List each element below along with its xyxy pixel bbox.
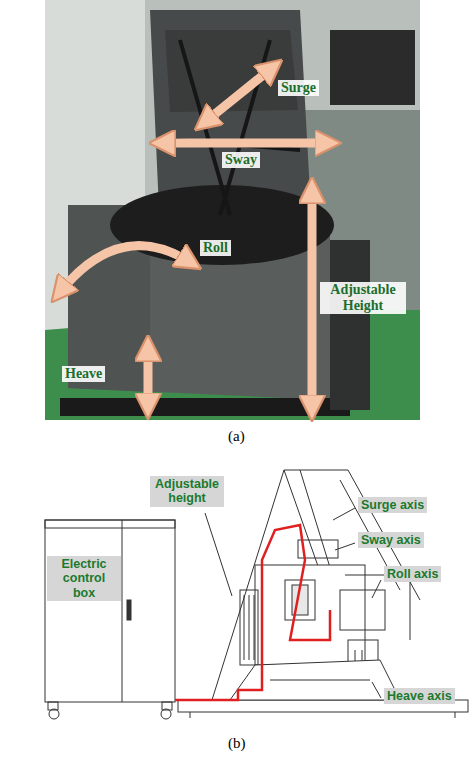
motion-arrows [60, 68, 328, 408]
height-arrow [308, 190, 317, 408]
axis-label: Surge axis [361, 498, 424, 512]
axis-label: Electric control box [50, 557, 118, 600]
motion-label: Surge [278, 80, 319, 96]
panel-caption: (b) [228, 735, 246, 752]
motion-label: Sway [222, 152, 260, 168]
motion-label: Adjustable Height [320, 282, 406, 314]
axis-label-box: Adjustable height [150, 476, 224, 507]
roll-arrow [60, 246, 190, 292]
axis-label-box: Surge axis [358, 497, 427, 513]
axis-label: Roll axis [387, 567, 438, 581]
motion-label: Roll [200, 240, 231, 256]
axis-label: Heave axis [387, 689, 452, 703]
axis-label-box: Heave axis [384, 688, 455, 704]
surge-arrow [205, 68, 272, 122]
cable [175, 525, 330, 700]
axis-label-box: Sway axis [358, 532, 424, 548]
photo [45, 0, 420, 420]
panel-caption: (a) [228, 428, 245, 445]
cad-drawing [45, 470, 468, 719]
axis-label: Sway axis [361, 533, 421, 547]
motion-label: Heave [62, 366, 105, 382]
sway-arrow [162, 139, 328, 148]
axis-label: Adjustable height [153, 477, 221, 506]
axis-label-box: Electric control box [47, 556, 121, 601]
heave-arrow [144, 348, 153, 406]
leader-lines [205, 508, 381, 698]
axis-label-box: Roll axis [384, 566, 441, 582]
